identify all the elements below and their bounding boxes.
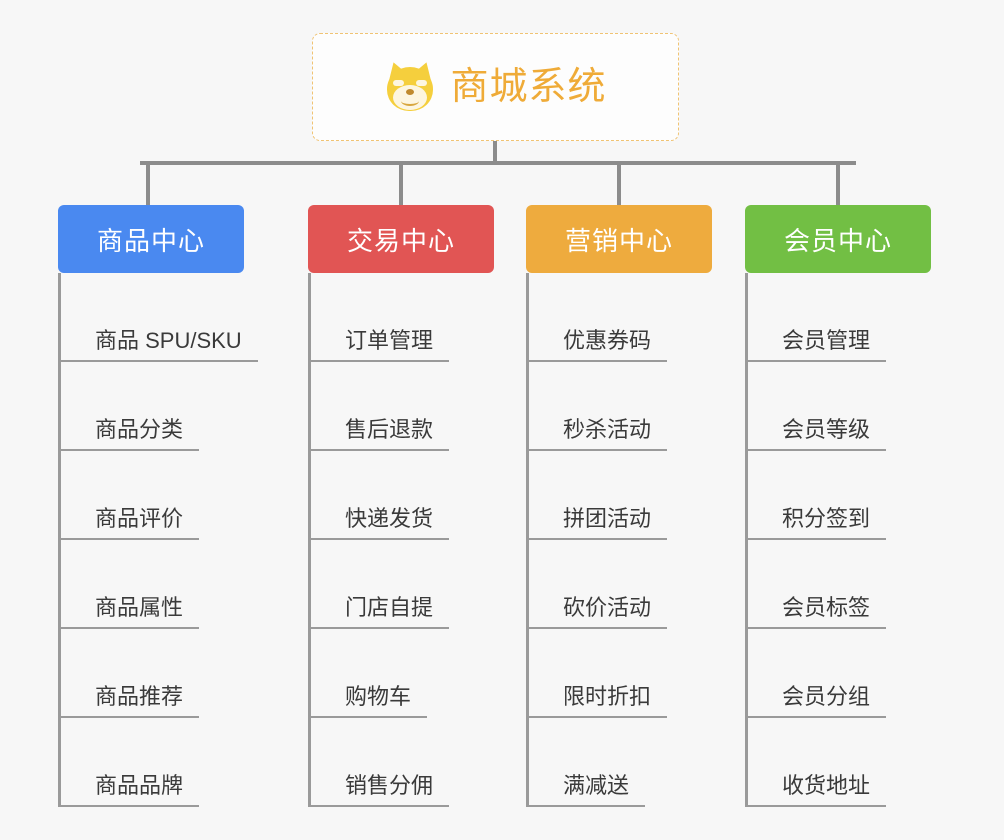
leaf-item[interactable]: 购物车 — [311, 629, 494, 718]
leaf-item-label: 积分签到 — [748, 506, 887, 540]
leaf-item[interactable]: 商品 SPU/SKU — [61, 273, 258, 362]
leaf-item-label: 拼团活动 — [529, 506, 668, 540]
column-items-member-center: 会员管理会员等级积分签到会员标签会员分组收货地址 — [745, 273, 931, 807]
root-node-title: 商城系统 — [450, 66, 607, 108]
leaf-item-label: 会员管理 — [748, 328, 887, 362]
connector-drop-trade-center — [399, 161, 403, 205]
leaf-item[interactable]: 会员标签 — [748, 540, 931, 629]
leaf-item-label: 秒杀活动 — [529, 417, 668, 451]
leaf-item-label: 销售分佣 — [311, 773, 450, 807]
leaf-item-label: 砍价活动 — [529, 595, 668, 629]
leaf-item[interactable]: 快递发货 — [311, 451, 494, 540]
leaf-item[interactable]: 商品分类 — [61, 362, 244, 451]
leaf-item[interactable]: 商品属性 — [61, 540, 244, 629]
leaf-item-label: 商品品牌 — [61, 773, 200, 807]
column-header-trade-center[interactable]: 交易中心 — [308, 205, 494, 273]
column-trade-center: 交易中心订单管理售后退款快递发货门店自提购物车销售分佣 — [308, 205, 494, 807]
leaf-item[interactable]: 商品评价 — [61, 451, 244, 540]
leaf-item-label: 商品 SPU/SKU — [61, 328, 258, 362]
leaf-item-label: 限时折扣 — [529, 684, 668, 718]
leaf-item[interactable]: 积分签到 — [748, 451, 931, 540]
leaf-item-label: 会员等级 — [748, 417, 887, 451]
connector-drop-marketing-center — [617, 161, 621, 205]
leaf-item-label: 订单管理 — [311, 328, 450, 362]
leaf-item-label: 优惠券码 — [529, 328, 668, 362]
column-header-label: 商品中心 — [96, 225, 205, 256]
shiba-dog-icon — [384, 59, 437, 113]
leaf-item[interactable]: 限时折扣 — [529, 629, 712, 718]
connector-drop-product-center — [146, 161, 150, 205]
column-header-product-center[interactable]: 商品中心 — [58, 205, 244, 273]
column-marketing-center: 营销中心优惠券码秒杀活动拼团活动砍价活动限时折扣满减送 — [526, 205, 712, 807]
leaf-item-label: 商品分类 — [61, 417, 200, 451]
leaf-item[interactable]: 售后退款 — [311, 362, 494, 451]
leaf-item-label: 商品推荐 — [61, 684, 200, 718]
column-header-marketing-center[interactable]: 营销中心 — [526, 205, 712, 273]
column-header-label: 交易中心 — [346, 225, 455, 256]
column-member-center: 会员中心会员管理会员等级积分签到会员标签会员分组收货地址 — [745, 205, 931, 807]
column-items-product-center: 商品 SPU/SKU 商品分类商品评价商品属性商品推荐商品品牌 — [58, 273, 258, 807]
leaf-item-label: 会员分组 — [748, 684, 887, 718]
leaf-item[interactable]: 订单管理 — [311, 273, 494, 362]
leaf-item[interactable]: 商品推荐 — [61, 629, 244, 718]
leaf-item-label: 满减送 — [529, 773, 646, 807]
column-product-center: 商品中心商品 SPU/SKU 商品分类商品评价商品属性商品推荐商品品牌 — [58, 205, 258, 807]
leaf-item[interactable]: 销售分佣 — [311, 718, 494, 807]
leaf-item[interactable]: 门店自提 — [311, 540, 494, 629]
leaf-item-label: 快递发货 — [311, 506, 450, 540]
column-header-label: 营销中心 — [564, 225, 673, 256]
leaf-item[interactable]: 优惠券码 — [529, 273, 712, 362]
leaf-item[interactable]: 收货地址 — [748, 718, 931, 807]
connector-drop-member-center — [836, 161, 840, 205]
leaf-item-label: 售后退款 — [311, 417, 450, 451]
leaf-item-label: 会员标签 — [748, 595, 887, 629]
leaf-item[interactable]: 拼团活动 — [529, 451, 712, 540]
leaf-item-label: 购物车 — [311, 684, 428, 718]
leaf-item[interactable]: 商品品牌 — [61, 718, 244, 807]
column-header-label: 会员中心 — [783, 225, 892, 256]
column-items-marketing-center: 优惠券码秒杀活动拼团活动砍价活动限时折扣满减送 — [526, 273, 712, 807]
leaf-item-label: 门店自提 — [311, 595, 450, 629]
leaf-item-label: 商品评价 — [61, 506, 200, 540]
leaf-item[interactable]: 会员分组 — [748, 629, 931, 718]
root-node-shop-system[interactable]: 商城系统 — [312, 33, 679, 141]
leaf-item-label: 商品属性 — [61, 595, 200, 629]
leaf-item[interactable]: 会员管理 — [748, 273, 931, 362]
leaf-item[interactable]: 满减送 — [529, 718, 712, 807]
leaf-item-label: 收货地址 — [748, 773, 887, 807]
connector-root-stem — [493, 141, 497, 163]
connector-horizontal-bus — [140, 161, 856, 165]
leaf-item[interactable]: 秒杀活动 — [529, 362, 712, 451]
leaf-item[interactable]: 砍价活动 — [529, 540, 712, 629]
column-header-member-center[interactable]: 会员中心 — [745, 205, 931, 273]
leaf-item[interactable]: 会员等级 — [748, 362, 931, 451]
column-items-trade-center: 订单管理售后退款快递发货门店自提购物车销售分佣 — [308, 273, 494, 807]
